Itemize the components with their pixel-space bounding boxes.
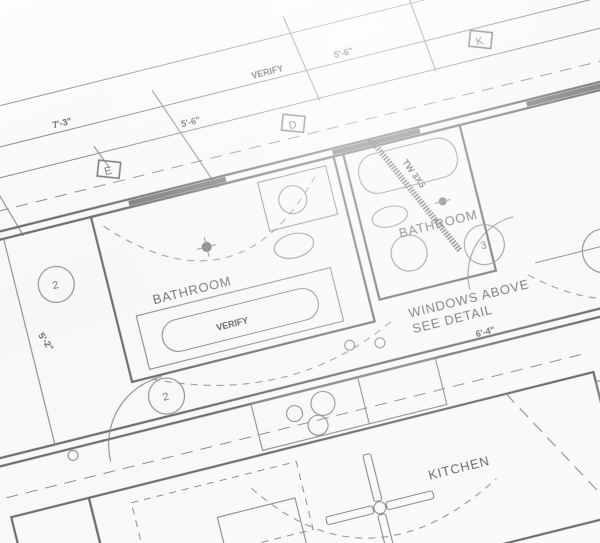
exterior-wall bbox=[0, 60, 600, 260]
dimension-label: 5'-6" bbox=[333, 46, 354, 60]
hallway bbox=[0, 274, 600, 504]
room-label: KITCHEN bbox=[427, 453, 491, 483]
window-tag: K bbox=[467, 29, 494, 50]
ceiling-light-icon bbox=[196, 237, 217, 257]
svg-text:D: D bbox=[287, 119, 298, 133]
bathroom-left bbox=[89, 155, 377, 384]
bathroom-right bbox=[341, 123, 498, 301]
svg-text:K: K bbox=[475, 35, 486, 49]
kitchen bbox=[87, 370, 600, 543]
svg-text:3: 3 bbox=[479, 239, 488, 252]
door-tag: 2 bbox=[37, 265, 75, 303]
window-tag: E bbox=[96, 159, 122, 180]
dimension-label: 5'-6" bbox=[180, 115, 201, 129]
verify-note: VERIFY bbox=[250, 63, 284, 81]
door-tag: 3 bbox=[463, 224, 505, 266]
left-rooms bbox=[3, 238, 110, 543]
svg-text:2: 2 bbox=[161, 391, 170, 404]
svg-text:E: E bbox=[103, 165, 113, 178]
dining-table bbox=[595, 352, 600, 470]
door-swing bbox=[108, 376, 162, 462]
hatched-wall bbox=[368, 137, 463, 253]
ceiling-light-icon bbox=[434, 197, 451, 206]
door-tag: 2 bbox=[147, 377, 186, 415]
svg-text:2: 2 bbox=[51, 279, 60, 292]
ceiling-fan-icon bbox=[325, 453, 435, 543]
laundry-counter bbox=[250, 357, 448, 452]
bedroom-right: 2 bbox=[527, 216, 600, 300]
dimension-label: 5'-2" bbox=[36, 331, 55, 353]
dimension-lines bbox=[0, 0, 600, 237]
window-tag: D bbox=[280, 113, 306, 134]
verify-note: VERIFY bbox=[215, 315, 249, 333]
door-swing bbox=[467, 216, 514, 290]
dimension-label: 7'-3" bbox=[51, 116, 72, 130]
